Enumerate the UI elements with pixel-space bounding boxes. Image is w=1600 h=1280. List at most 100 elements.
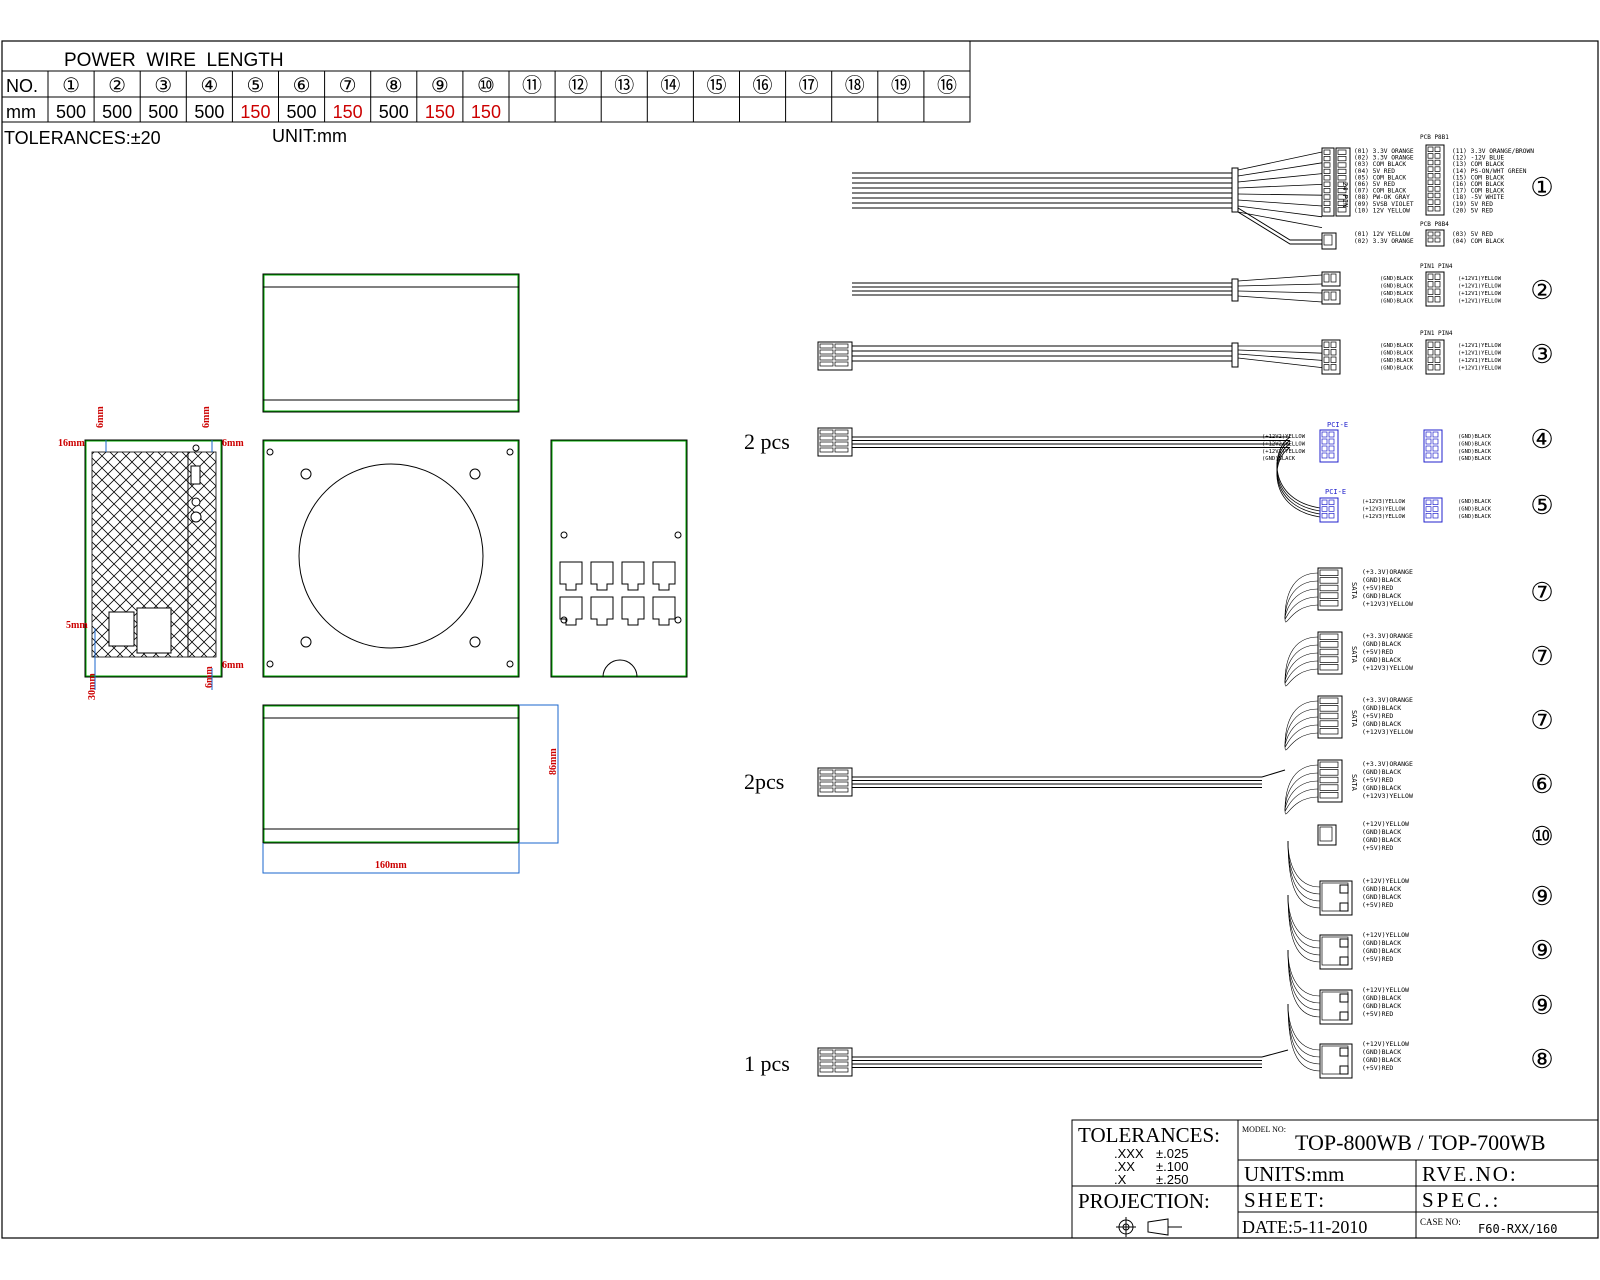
atx-wire-label: (14) PS-ON/WHT GREEN xyxy=(1452,168,1527,175)
pcie-wire-label: (+12V3)YELLOW xyxy=(1362,514,1406,520)
aux-wire-label: (04) COM BLACK xyxy=(1452,238,1504,245)
eps-wire-label: (GND)BLACK xyxy=(1380,351,1414,357)
wire-number: ⑥ xyxy=(293,75,311,97)
pin-header: PIN1 PIN4 xyxy=(1420,330,1453,337)
cable-id: ② xyxy=(1530,275,1553,305)
wire-number: ③ xyxy=(154,75,172,97)
atx-pin-label: 24 PIN xyxy=(1341,182,1349,207)
pcie-wire-label: (GND)BLACK xyxy=(1458,456,1492,462)
atx-wire-label: (13) COM BLACK xyxy=(1452,161,1504,168)
dimension-label: 6mm xyxy=(201,406,212,428)
wire-number: ⑦ xyxy=(339,75,357,97)
cable-id: ⑥ xyxy=(1530,769,1553,799)
aux-wire-label: (03) 5V RED xyxy=(1452,231,1493,238)
dimension-label: 86mm xyxy=(548,748,559,775)
case-bottom-view xyxy=(262,704,559,874)
cable-id: ⑨ xyxy=(1530,935,1553,965)
case-rear-view xyxy=(84,439,223,678)
sata-wire-label: (+3.3V)ORANGE xyxy=(1362,632,1413,640)
pcie-label: PCI-E xyxy=(1325,488,1346,496)
tolerance-key: .XXX xyxy=(1114,1146,1144,1161)
cable-id: ⑦ xyxy=(1530,577,1553,607)
cable-id: ④ xyxy=(1530,424,1553,454)
case-top-view xyxy=(262,273,520,413)
molex-wire-label: (+12V)YELLOW xyxy=(1362,877,1409,885)
pcie-wire-label: (+12V2)YELLOW xyxy=(1262,449,1306,455)
wire-number: ⑱ xyxy=(845,74,865,97)
model-no: TOP-800WB / TOP-700WB xyxy=(1295,1130,1546,1155)
eps-wire-label: (GND)BLACK xyxy=(1380,358,1414,364)
cable-id: ① xyxy=(1530,172,1553,202)
wire-number: ⑭ xyxy=(660,74,680,97)
wire-number: ⑩ xyxy=(477,75,495,97)
wire-number: ⑫ xyxy=(568,74,588,97)
sata-wire-label: (GND)BLACK xyxy=(1362,768,1401,776)
count-label: 2 pcs xyxy=(744,429,790,454)
aux-wire-label: (02) 3.3V ORANGE xyxy=(1354,238,1414,245)
molex-wire-label: (GND)BLACK xyxy=(1362,836,1401,844)
pin-header: PIN1 PIN4 xyxy=(1420,263,1453,270)
pcie-wire-label: (GND)BLACK xyxy=(1458,506,1492,512)
pcie-wire-label: (+12V2)YELLOW xyxy=(1262,441,1306,447)
sata-label: SATA xyxy=(1350,774,1358,792)
cable-id: ③ xyxy=(1530,339,1553,369)
tolerances-title: TOLERANCES: xyxy=(1078,1123,1220,1147)
wire-number: ⑧ xyxy=(385,75,403,97)
molex-wire-label: (GND)BLACK xyxy=(1362,828,1401,836)
sata-wire-label: (GND)BLACK xyxy=(1362,576,1401,584)
dimension-label: 6mm xyxy=(204,666,215,688)
sata-wire-label: (GND)BLACK xyxy=(1362,720,1401,728)
wire-length: 500 xyxy=(148,102,178,122)
dimension-label: 160mm xyxy=(375,860,407,871)
pcie-wire-label: (+12V3)YELLOW xyxy=(1362,499,1406,505)
atx-wire-label: (11) 3.3V ORANGE/BROWN xyxy=(1452,148,1534,155)
sata-wire-label: (+12V3)YELLOW xyxy=(1362,664,1413,672)
eps-wire-label: (GND)BLACK xyxy=(1380,299,1414,305)
eps-wire-label: (+12V1)YELLOW xyxy=(1458,366,1502,372)
wire-length: 150 xyxy=(333,102,363,122)
sata-wire-label: (+5V)RED xyxy=(1362,584,1393,592)
atx-wire-label: (16) COM BLACK xyxy=(1452,181,1504,188)
sata-wire-label: (GND)BLACK xyxy=(1362,656,1401,664)
no-label: NO. xyxy=(6,76,38,96)
molex-wire-label: (GND)BLACK xyxy=(1362,885,1401,893)
molex-wire-label: (+12V)YELLOW xyxy=(1362,1040,1409,1048)
atx-wire-label: (04) 5V RED xyxy=(1354,168,1395,175)
eps-wire-label: (+12V1)YELLOW xyxy=(1458,291,1502,297)
sheet-border xyxy=(1,40,1599,1239)
molex-wire-label: (GND)BLACK xyxy=(1362,947,1401,955)
eps-wire-label: (GND)BLACK xyxy=(1380,284,1414,290)
projection-label: PROJECTION: xyxy=(1078,1189,1210,1213)
wire-number: ⑲ xyxy=(891,74,911,97)
sata-label: SATA xyxy=(1350,646,1358,664)
sata-wire-label: (+3.3V)ORANGE xyxy=(1362,760,1413,768)
atx-wire-label: (12) -12V BLUE xyxy=(1452,155,1504,162)
sata-label: SATA xyxy=(1350,582,1358,600)
eps-wire-label: (GND)BLACK xyxy=(1380,276,1414,282)
pcie-wire-label: (+12V3)YELLOW xyxy=(1362,506,1406,512)
sata-wire-label: (+5V)RED xyxy=(1362,776,1393,784)
dimension-label: 6mm xyxy=(95,406,106,428)
atx-wire-label: (15) COM BLACK xyxy=(1452,174,1504,181)
sata-wire-label: (GND)BLACK xyxy=(1362,592,1401,600)
pcie-wire-label: (GND)BLACK xyxy=(1458,449,1492,455)
pcie-wire-label: (GND)BLACK xyxy=(1458,434,1492,440)
unit-row-label: mm xyxy=(6,102,36,122)
case-no: F60-RXX/160 xyxy=(1478,1222,1557,1236)
eps-wire-label: (GND)BLACK xyxy=(1380,343,1414,349)
spec-label: SPEC.: xyxy=(1422,1188,1501,1212)
date-label: DATE:5-11-2010 xyxy=(1242,1217,1367,1237)
atx-wire-label: (01) 3.3V ORANGE xyxy=(1354,148,1414,155)
cable-id: ⑤ xyxy=(1530,490,1553,520)
molex-wire-label: (GND)BLACK xyxy=(1362,939,1401,947)
pcie-wire-label: (GND)BLACK xyxy=(1458,499,1492,505)
case-modular-panel-view xyxy=(550,439,688,678)
dimension-label: 30mm xyxy=(87,673,98,700)
eps-wire-label: (+12V1)YELLOW xyxy=(1458,358,1502,364)
tolerance-note: TOLERANCES:±20 xyxy=(4,128,161,148)
sheet-label: SHEET: xyxy=(1244,1188,1326,1212)
cable-id: ⑦ xyxy=(1530,705,1553,735)
dimension-label: 6mm xyxy=(222,660,244,671)
molex-wire-label: (+12V)YELLOW xyxy=(1362,986,1409,994)
pcie-wire-label: (+12V2)YELLOW xyxy=(1262,434,1306,440)
